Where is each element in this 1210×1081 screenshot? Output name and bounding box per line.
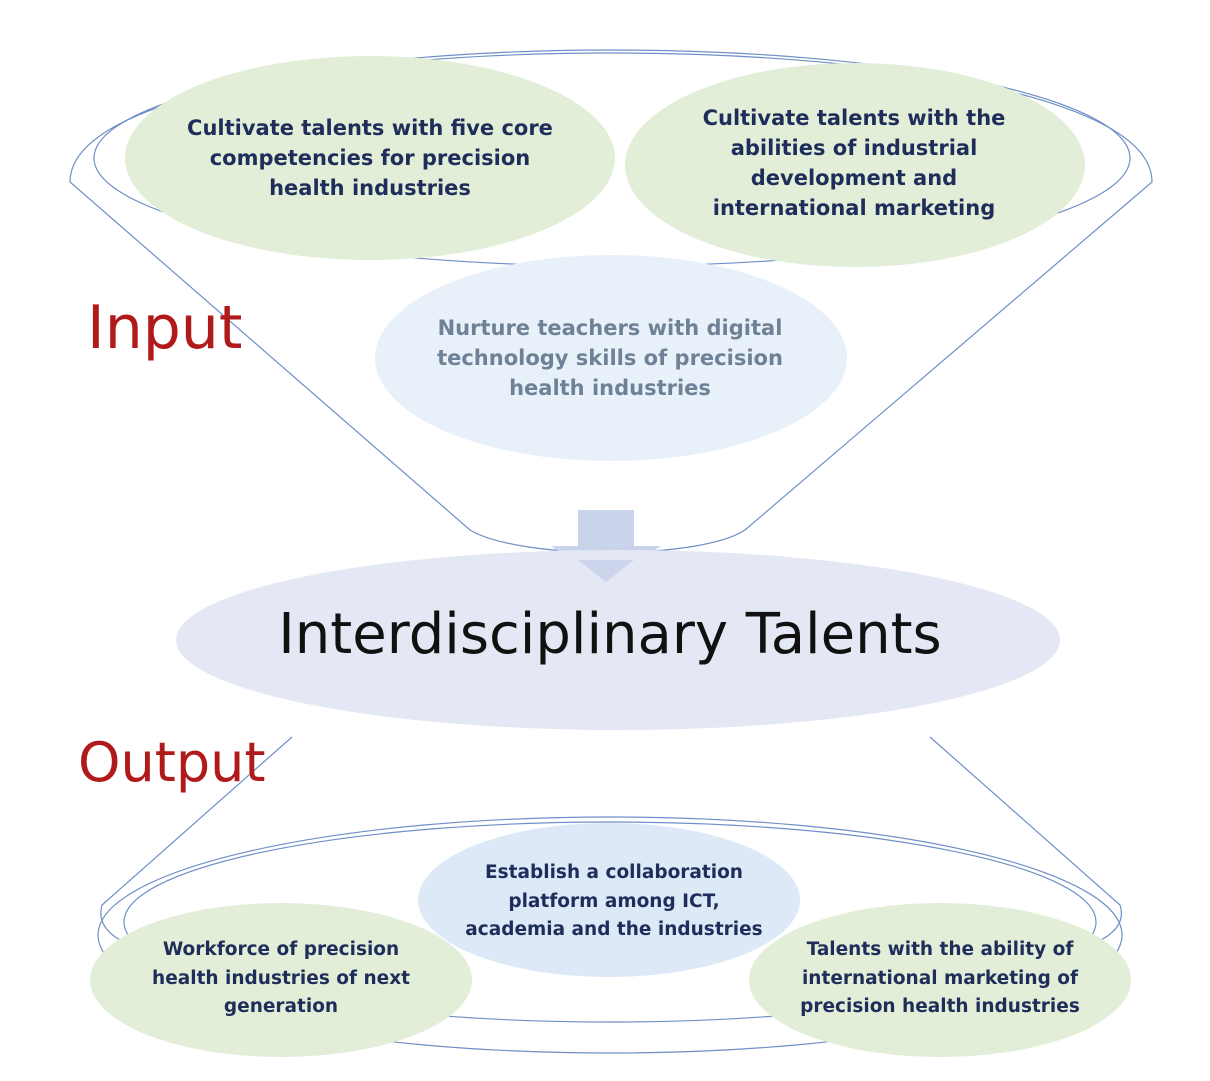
input-item-1-shape [125, 56, 615, 260]
center-label: Interdisciplinary Talents [278, 602, 942, 667]
output-item-3-shape [749, 903, 1131, 1057]
output-item-3: Talents with the ability of internationa… [800, 939, 1080, 1018]
input-label: Input [87, 293, 243, 363]
output-inner-ring [123, 821, 1097, 1023]
output-outer-ring [97, 816, 1123, 1054]
input-item-3: Nurture teachers with digital technology… [437, 316, 783, 400]
output-item-1-shape [418, 823, 800, 977]
input-item-3-shape [375, 255, 847, 461]
input-item-1: Cultivate talents with five core compete… [187, 116, 553, 200]
input-item-2: Cultivate talents with the abilities of … [702, 106, 1006, 220]
output-item-1: Establish a collaboration platform among… [465, 862, 763, 941]
output-item-2-shape [90, 903, 472, 1057]
input-item-2-shape [625, 63, 1085, 267]
output-item-2: Workforce of precision health industries… [152, 939, 410, 1018]
center-shape [176, 550, 1060, 730]
down-arrow-tip [578, 560, 634, 582]
output-label: Output [78, 731, 266, 794]
